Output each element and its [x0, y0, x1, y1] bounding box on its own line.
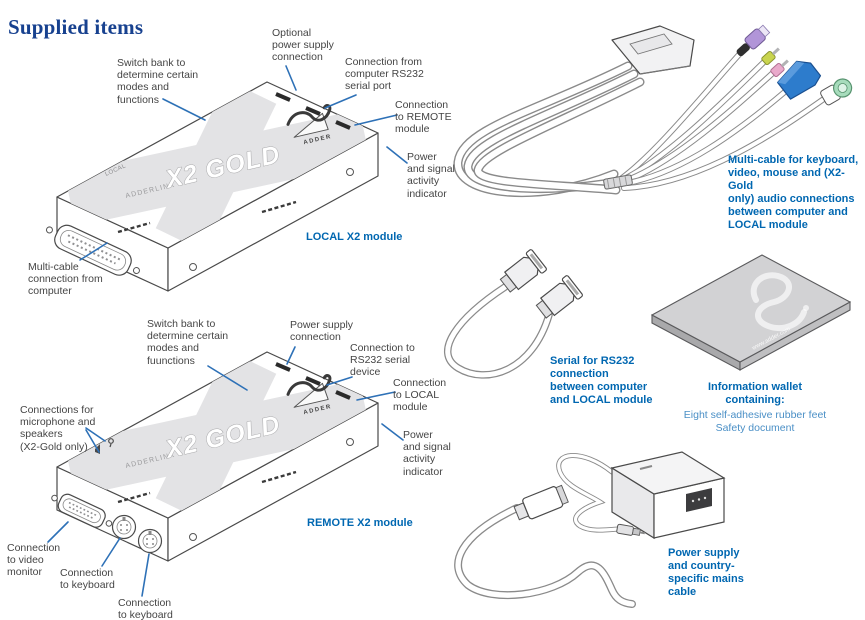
callout-multicable-from-computer: Multi-cable connection from computer — [28, 261, 103, 298]
audio-jack-pink — [770, 59, 789, 78]
caption-remote-module: REMOTE X2 module — [307, 517, 413, 529]
caption-serial-cable: Serial for RS232 connection between comp… — [550, 355, 653, 406]
microphone-icon — [108, 438, 114, 448]
caption-power-supply: Power supply and country- specific mains… — [668, 547, 744, 598]
callout-keyboard-2: Connection to keyboard — [118, 597, 173, 620]
callout-power-indicator-remote: Power and signal activity indicator — [403, 429, 451, 478]
remote-module-illustration — [51, 438, 163, 554]
switch-bank-marks — [275, 92, 351, 130]
db9-connector — [499, 249, 547, 293]
callout-to-local: Connection to LOCAL module — [393, 377, 447, 414]
callout-power-supply: Power supply connection — [290, 319, 354, 344]
callout-to-remote: Connection to REMOTE module — [395, 99, 452, 136]
db25-connector — [45, 224, 140, 276]
case-screw — [189, 263, 197, 271]
cable-tie — [603, 174, 633, 190]
x-graphic — [64, 82, 371, 248]
psu-brick — [610, 451, 726, 540]
db9-connector — [535, 275, 583, 319]
iec-plug — [513, 484, 569, 521]
callout-switch-bank-remote: Switch bank to determine certain modes a… — [147, 318, 229, 367]
cable-bundle — [453, 61, 645, 198]
callout-rs232-from-computer: Connection from computer RS232 serial po… — [345, 56, 424, 93]
audio-jack-lime — [761, 47, 780, 66]
caption-multicable: Multi-cable for keyboard, video, mouse a… — [728, 154, 859, 231]
callout-video-monitor: Connection to video monitor — [7, 542, 61, 579]
callout-rs232-device: Connection to RS232 serial device — [350, 342, 415, 379]
dc-barrel-connector — [616, 523, 645, 536]
callout-switch-bank-local: Switch bank to determine certain modes a… — [117, 57, 199, 106]
multicable-illustration — [453, 24, 853, 198]
wallet-contents-list: Eight self-adhesive rubber feet Safety d… — [683, 409, 827, 434]
vga-blue-connector — [777, 60, 822, 100]
caption-information-wallet: Information wallet containing: — [707, 381, 803, 406]
power-supply-illustration — [454, 451, 726, 608]
information-wallet-illustration: www.adder.com — [650, 254, 852, 371]
vent-marks — [117, 200, 297, 234]
callout-optional-power: Optional power supply connection — [272, 27, 334, 64]
x2-module-box: ADDERLINK X2 GOLD ADDER — [56, 81, 379, 292]
callout-lines — [47, 65, 408, 597]
callout-mic-speakers: Connections for microphone and speakers … — [20, 404, 96, 453]
db25-connector — [611, 25, 695, 75]
serial-cable-illustration — [444, 249, 583, 379]
callout-power-indicator-local: Power and signal activity indicator — [407, 151, 455, 200]
ps2-connector — [111, 514, 137, 540]
vga-connector — [51, 493, 113, 528]
thin-cables — [619, 44, 831, 191]
callout-keyboard-1: Connection to keyboard — [60, 567, 115, 592]
page-title: Supplied items — [8, 15, 144, 40]
case-screw — [346, 168, 354, 176]
ps2-connector — [137, 528, 163, 554]
caption-local-module: LOCAL X2 module — [306, 231, 403, 243]
ps2-green-connector — [820, 78, 853, 106]
ps2-purple-connector — [736, 24, 771, 57]
